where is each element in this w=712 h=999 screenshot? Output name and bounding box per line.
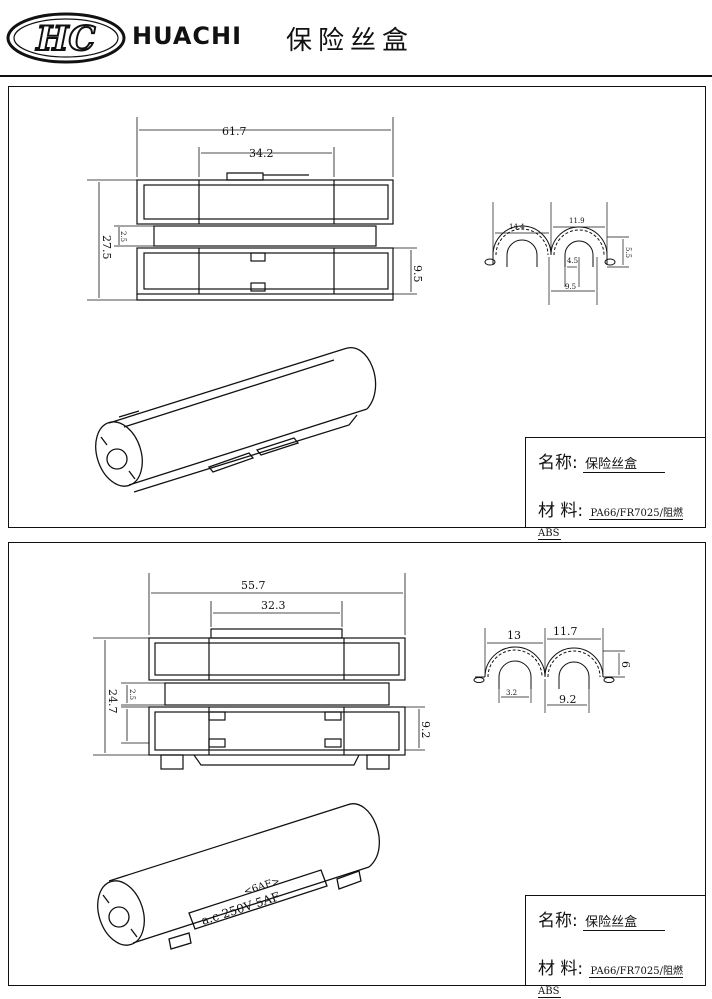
dim-arc-height-2: 6 <box>619 661 632 668</box>
fuse-holder-isometric-1 <box>95 347 377 493</box>
dim-inner-width-2: 32.3 <box>261 599 286 612</box>
name-row-2: 名称: 保险丝盒 <box>538 906 666 931</box>
material-value: PA66/FR7025/阻燃ABS <box>538 508 683 540</box>
logo-text: HC <box>35 19 95 59</box>
title-block-1: 名称: 保险丝盒 材 料: PA66/FR7025/阻燃ABS <box>525 437 705 540</box>
dim-arc-bottom-inner-2: 3.2 <box>506 689 517 697</box>
dim-arc-bottom-outer: 9.5 <box>565 283 576 291</box>
technical-drawing-2: 55.7 32.3 24.7 2.5 9.2 <box>93 573 632 950</box>
hc-logo: HC <box>6 12 126 64</box>
fuse-holder-isometric-2 <box>97 803 380 950</box>
dim-arc-left: 14.4 <box>509 223 525 231</box>
header: HC HUACHI 保险丝盒 <box>0 0 712 77</box>
title-block-2: 名称: 保险丝盒 材 料: PA66/FR7025/阻燃ABS <box>525 895 705 998</box>
dim-arc-height: 5.5 <box>624 247 632 258</box>
dim-arc-bottom-outer-2: 9.2 <box>559 693 577 706</box>
technical-drawing-1: 61.7 34.2 27.5 2.5 9.5 <box>87 117 632 493</box>
dim-overall-width-2: 55.7 <box>241 579 266 592</box>
dim-arc-bottom-inner: 4.5 <box>567 257 578 265</box>
brand-name: HUACHI <box>132 22 243 50</box>
header-divider <box>0 75 712 77</box>
material-label-2: 材 料: <box>538 959 584 979</box>
barrel-label-main: a.c 250V 5AF <box>200 889 282 928</box>
dim-overall-width: 61.7 <box>222 125 247 138</box>
material-row-2: 材 料: PA66/FR7025/阻燃ABS <box>538 954 705 999</box>
drawing-panel-1: 61.7 34.2 27.5 2.5 9.5 <box>8 86 706 540</box>
dim-height-total: 27.5 <box>100 235 113 260</box>
material-label: 材 料: <box>538 501 584 521</box>
dim-arc-right-2: 11.7 <box>553 625 578 638</box>
dim-lower-height: 9.5 <box>411 265 424 283</box>
dim-gap-2: 2.5 <box>128 689 136 700</box>
dim-gap: 2.5 <box>119 231 127 242</box>
dim-height-total-2: 24.7 <box>106 689 119 714</box>
dim-lower-height-2: 9.2 <box>419 721 432 739</box>
name-value: 保险丝盒 <box>583 457 666 473</box>
dim-arc-left-2: 13 <box>507 629 521 642</box>
name-label-2: 名称: <box>538 911 578 931</box>
name-row: 名称: 保险丝盒 <box>538 448 666 473</box>
name-value-2: 保险丝盒 <box>583 915 666 931</box>
dim-inner-width: 34.2 <box>249 147 274 160</box>
page-title: 保险丝盒 <box>286 26 415 56</box>
name-label: 名称: <box>538 453 578 473</box>
drawing-panel-2: 55.7 32.3 24.7 2.5 9.2 <box>8 542 706 998</box>
dim-arc-right: 11.9 <box>569 217 585 225</box>
material-row: 材 料: PA66/FR7025/阻燃ABS <box>538 496 705 541</box>
